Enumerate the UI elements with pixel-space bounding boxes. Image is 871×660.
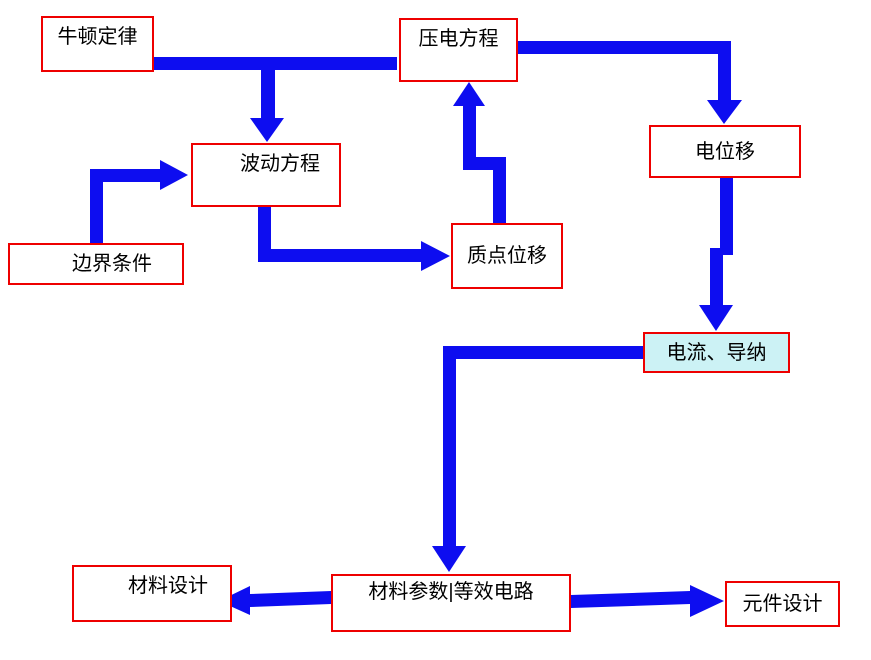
node-particle-displacement: 质点位移 bbox=[451, 223, 563, 289]
arrow-particle-to-piezo bbox=[453, 82, 506, 223]
arrow-piezo-to-edisp bbox=[518, 41, 742, 124]
node-wave-equation: 波动方程 bbox=[191, 143, 341, 207]
node-current-admittance-label: 电流、导纳 bbox=[666, 341, 767, 364]
arrow-boundary-to-wave bbox=[90, 160, 188, 243]
node-current-admittance: 电流、导纳 bbox=[643, 332, 790, 373]
node-electric-displacement-label: 电位移 bbox=[695, 140, 755, 163]
node-component-design: 元件设计 bbox=[725, 581, 840, 627]
node-boundary-conditions-label: 边界条件 bbox=[72, 253, 152, 275]
arrow-wave-to-particle bbox=[258, 207, 450, 271]
node-material-design: 材料设计 bbox=[72, 565, 232, 622]
node-material-params-equiv-circuit: 材料参数|等效电路 bbox=[331, 574, 571, 632]
node-newton-law: 牛顿定律 bbox=[41, 16, 154, 72]
node-electric-displacement: 电位移 bbox=[649, 125, 801, 178]
node-particle-displacement-label: 质点位移 bbox=[467, 245, 547, 267]
node-wave-equation-label: 波动方程 bbox=[240, 153, 320, 175]
arrow-matparam-to-matdesign bbox=[219, 586, 331, 615]
arrow-current-to-matparam bbox=[432, 346, 643, 572]
node-boundary-conditions: 边界条件 bbox=[8, 243, 184, 285]
node-piezo-equation-label: 压电方程 bbox=[418, 28, 499, 50]
node-newton-law-label: 牛顿定律 bbox=[57, 26, 138, 48]
node-material-design-label: 材料设计 bbox=[128, 575, 208, 597]
node-component-design-label: 元件设计 bbox=[742, 593, 823, 615]
node-piezo-equation: 压电方程 bbox=[399, 18, 518, 82]
arrow-matparam-to-compdesign bbox=[571, 585, 724, 617]
arrow-edisp-to-current bbox=[699, 178, 733, 331]
node-material-params-equiv-circuit-label: 材料参数|等效电路 bbox=[368, 581, 534, 603]
arrow-newton-to-wave bbox=[250, 60, 284, 142]
